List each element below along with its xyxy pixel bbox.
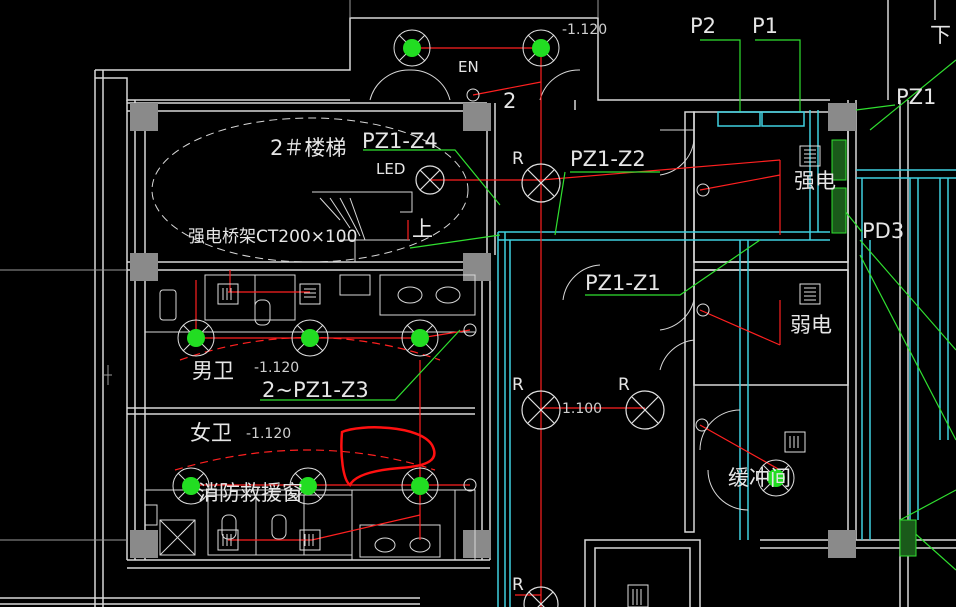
- label-elevator: 缓冲间: [728, 466, 791, 490]
- label-fire-rescue: 消防救援窗: [198, 481, 303, 505]
- label-stair: 2＃楼梯: [270, 136, 346, 160]
- ceiling-lamp-icon: [401, 467, 439, 505]
- cross-lamp-icon: [415, 165, 445, 195]
- label-corner: 下: [930, 23, 951, 47]
- ceiling-lamps: [172, 29, 795, 505]
- ceiling-lamp-icon: [522, 29, 560, 67]
- ceiling-lamp-icon: [393, 29, 431, 67]
- label-level-top: -1.120: [562, 22, 607, 38]
- door-swings: [369, 69, 749, 561]
- axis-lines: [0, 0, 599, 541]
- label-p2: P2: [690, 14, 716, 38]
- columns: [130, 103, 856, 558]
- label-tray: 强电桥架CT200×100: [188, 227, 357, 247]
- sanitary-fixtures: [144, 274, 476, 560]
- label-strong-room: 强电: [794, 169, 836, 193]
- label-p1: P1: [752, 14, 778, 38]
- label-up: 上: [412, 217, 433, 241]
- distribution-panel-icon: [799, 145, 821, 167]
- label-r2: R: [512, 375, 524, 395]
- label-circuit-z3: 2~PZ1-Z3: [262, 378, 369, 402]
- label-circuit-z2: PZ1-Z2: [570, 147, 646, 171]
- cable-trays: [497, 110, 956, 607]
- label-mens-wc: 男卫: [192, 359, 234, 383]
- label-pd3: PD3: [862, 219, 904, 243]
- panels: [717, 111, 917, 557]
- cross-lamp-icon: [523, 586, 559, 607]
- label-womens-level: -1.120: [246, 426, 291, 442]
- label-level-mid: 1.100: [562, 401, 602, 417]
- label-pz1: PZ1: [896, 85, 936, 109]
- label-stair-no: 2: [503, 89, 516, 113]
- distribution-panel-icon: [217, 283, 239, 305]
- ceiling-lamp-icon: [177, 319, 215, 357]
- stair-2: [151, 117, 469, 263]
- label-r4: R: [512, 575, 524, 595]
- switches: [463, 88, 710, 492]
- ceiling-lamp-icon: [289, 467, 327, 505]
- markup-annotation: [340, 426, 436, 487]
- distribution-panel-icon: [299, 283, 321, 305]
- wiring: [174, 47, 781, 607]
- distribution-panel-icon: [217, 529, 239, 551]
- distribution-panel-icon: [299, 529, 321, 551]
- ceiling-lamp-icon: [757, 459, 795, 497]
- distribution-panel-icon: [799, 283, 821, 305]
- cross-lamps: [415, 163, 665, 607]
- label-mens-level: -1.120: [254, 360, 299, 376]
- cross-lamp-icon: [521, 390, 561, 430]
- ceiling-lamp-icon: [291, 319, 329, 357]
- label-r3: R: [618, 375, 630, 395]
- cross-lamp-icon: [521, 163, 561, 203]
- label-weak-room: 弱电: [790, 313, 832, 337]
- label-womens-wc: 女卫: [190, 421, 232, 445]
- label-led: LED: [376, 160, 405, 178]
- ceiling-lamp-icon: [401, 319, 439, 357]
- cross-lamp-icon: [625, 390, 665, 430]
- label-en: EN: [458, 58, 479, 76]
- distribution-panel-icons: [217, 145, 821, 607]
- label-r1: R: [512, 149, 524, 169]
- ceiling-lamp-icon: [172, 467, 210, 505]
- distribution-panel-icon: [784, 431, 806, 453]
- label-circuit-z1: PZ1-Z1: [585, 271, 661, 295]
- distribution-panel-icon: [627, 584, 649, 607]
- label-circuit-z4: PZ1-Z4: [362, 129, 438, 153]
